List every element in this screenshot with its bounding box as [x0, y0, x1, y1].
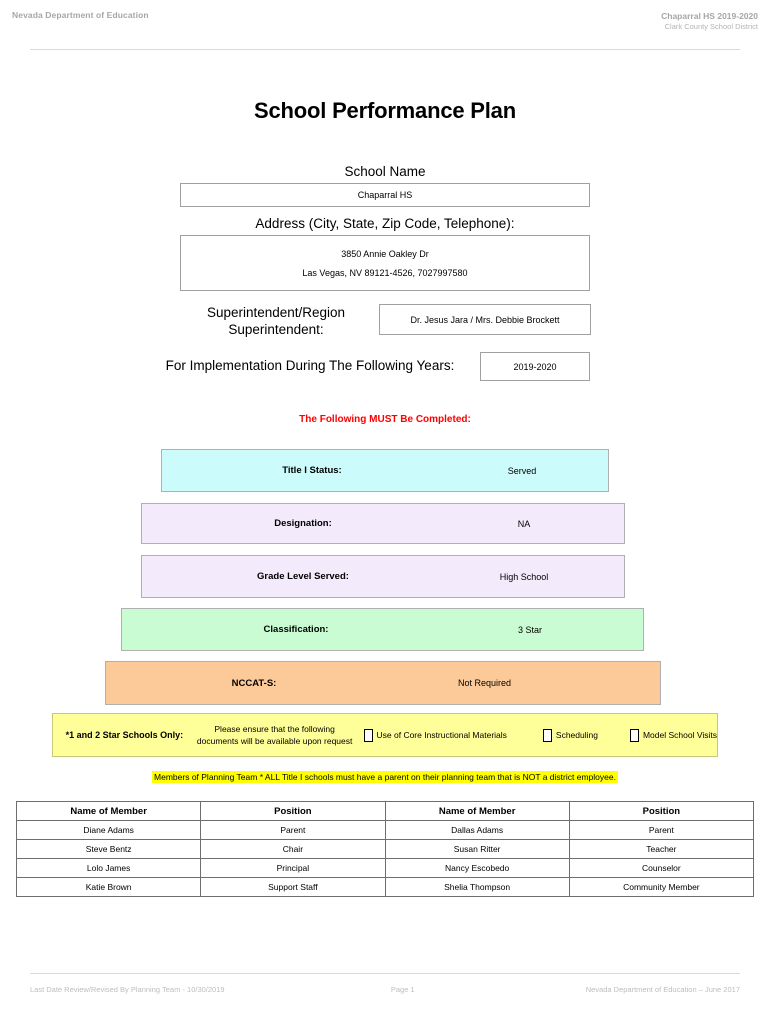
- superintendent-field[interactable]: Dr. Jesus Jara / Mrs. Debbie Brockett: [379, 304, 591, 335]
- status-bar-classification[interactable]: Classification: 3 Star: [121, 608, 644, 651]
- implementation-years-field[interactable]: 2019-2020: [480, 352, 590, 381]
- footer-source: Nevada Department of Education – June 20…: [585, 985, 740, 994]
- member-position-cell[interactable]: Principal: [200, 858, 386, 878]
- star-schools-label: *1 and 2 Star Schools Only:: [65, 730, 184, 740]
- header-school-info: Chaparral HS 2019-2020 Clark County Scho…: [661, 10, 758, 33]
- planning-team-notice: Members of Planning Team * ALL Title I s…: [0, 767, 770, 785]
- status-bar-grade-level-label: Grade Level Served:: [257, 571, 349, 582]
- star-schools-band: *1 and 2 Star Schools Only: Please ensur…: [52, 713, 718, 757]
- member-name-cell[interactable]: Nancy Escobedo: [384, 858, 570, 878]
- header-divider: [30, 49, 740, 50]
- star-schools-instructions-line-2: documents will be available upon request: [196, 736, 353, 746]
- status-bar-designation-value: NA: [517, 518, 531, 529]
- status-bar-classification-value: 3 Star: [517, 624, 542, 635]
- checkbox-model-school-visits-box[interactable]: [629, 728, 639, 742]
- address-field[interactable]: 3850 Annie Oakley Dr Las Vegas, NV 89121…: [180, 235, 590, 291]
- checkbox-scheduling[interactable]: Scheduling: [542, 728, 598, 742]
- footer-revision-date: Last Date Review/Revised By Planning Tea…: [30, 985, 225, 994]
- status-bar-designation-label: Designation:: [274, 518, 332, 529]
- header-district-name: Clark County School District: [664, 22, 758, 32]
- page-header: Nevada Department of Education Chaparral…: [0, 10, 770, 33]
- header-agency-name: Nevada Department of Education: [12, 10, 149, 20]
- status-bar-nccat-s-value: Not Required: [457, 678, 512, 688]
- member-position-cell[interactable]: Chair: [200, 839, 386, 859]
- status-bar-nccat-s-label: NCCAT-S:: [231, 677, 277, 689]
- checkbox-model-school-visits-label: Model School Visits: [642, 730, 717, 740]
- address-line-2: Las Vegas, NV 89121-4526, 7027997580: [302, 267, 468, 278]
- member-position-cell[interactable]: Parent: [200, 820, 386, 840]
- checkbox-scheduling-box[interactable]: [542, 728, 552, 742]
- member-position-cell[interactable]: Parent: [568, 820, 755, 840]
- member-position-cell[interactable]: Teacher: [568, 839, 755, 859]
- table-row[interactable]: Steve Bentz Chair Susan Ritter Teacher: [15, 839, 755, 859]
- checkbox-scheduling-label: Scheduling: [555, 730, 598, 740]
- column-header-name-1: Name of Member: [15, 801, 202, 821]
- member-position-cell[interactable]: Support Staff: [200, 877, 386, 897]
- checkbox-model-school-visits[interactable]: Model School Visits: [629, 728, 717, 742]
- column-header-position-1: Position: [200, 801, 386, 821]
- member-name-cell[interactable]: Susan Ritter: [384, 839, 570, 859]
- status-bar-title-i[interactable]: Title I Status: Served: [161, 449, 609, 492]
- status-bar-grade-level-value: High School: [499, 571, 549, 582]
- member-name-cell[interactable]: Steve Bentz: [15, 839, 202, 859]
- checkbox-core-materials[interactable]: Use of Core Instructional Materials: [363, 728, 507, 742]
- superintendent-label: Superintendent/Region Superintendent:: [206, 305, 346, 337]
- table-row[interactable]: Katie Brown Support Staff Shelia Thompso…: [15, 877, 755, 897]
- member-name-cell[interactable]: Dallas Adams: [384, 820, 570, 840]
- status-bar-grade-level[interactable]: Grade Level Served: High School: [141, 555, 625, 598]
- footer-divider: [30, 973, 740, 974]
- page-title: School Performance Plan: [254, 98, 516, 123]
- page-footer: Last Date Review/Revised By Planning Tea…: [30, 985, 740, 994]
- star-schools-instructions-line-1: Please ensure that the following: [214, 723, 335, 734]
- status-bar-title-i-label: Title I Status:: [282, 465, 342, 476]
- planning-team-notice-text: Members of Planning Team * ALL Title I s…: [152, 771, 618, 783]
- star-schools-instructions: Please ensure that the following documen…: [196, 723, 354, 748]
- implementation-years-label: For Implementation During The Following …: [165, 358, 455, 373]
- table-header-row: Name of Member Position Name of Member P…: [15, 801, 755, 821]
- status-bar-title-i-value: Served: [507, 465, 537, 476]
- column-header-position-2: Position: [568, 801, 755, 821]
- member-name-cell[interactable]: Katie Brown: [15, 877, 202, 897]
- member-position-cell[interactable]: Counselor: [568, 858, 755, 878]
- member-position-cell[interactable]: Community Member: [568, 877, 755, 897]
- address-label: Address (City, State, Zip Code, Telephon…: [255, 216, 515, 231]
- member-name-cell[interactable]: Lolo James: [15, 858, 202, 878]
- must-complete-notice: The Following MUST Be Completed:: [299, 414, 471, 425]
- table-row[interactable]: Lolo James Principal Nancy Escobedo Coun…: [15, 858, 755, 878]
- header-school-year: Chaparral HS 2019-2020: [661, 11, 758, 21]
- member-name-cell[interactable]: Shelia Thompson: [384, 877, 570, 897]
- footer-page-number: Page 1: [390, 985, 415, 994]
- member-name-cell[interactable]: Diane Adams: [15, 820, 202, 840]
- table-row[interactable]: Diane Adams Parent Dallas Adams Parent: [15, 820, 755, 840]
- status-bar-designation[interactable]: Designation: NA: [141, 503, 625, 544]
- status-bar-nccat-s[interactable]: NCCAT-S: Not Required: [105, 661, 661, 705]
- checkbox-core-materials-box[interactable]: [363, 728, 373, 742]
- school-name-field[interactable]: Chaparral HS: [180, 183, 590, 207]
- address-line-1: 3850 Annie Oakley Dr: [341, 248, 429, 259]
- column-header-name-2: Name of Member: [384, 801, 570, 821]
- checkbox-core-materials-label: Use of Core Instructional Materials: [376, 730, 507, 740]
- planning-team-table: Name of Member Position Name of Member P…: [15, 801, 755, 897]
- school-name-label: School Name: [344, 164, 426, 179]
- status-bar-classification-label: Classification:: [263, 624, 329, 635]
